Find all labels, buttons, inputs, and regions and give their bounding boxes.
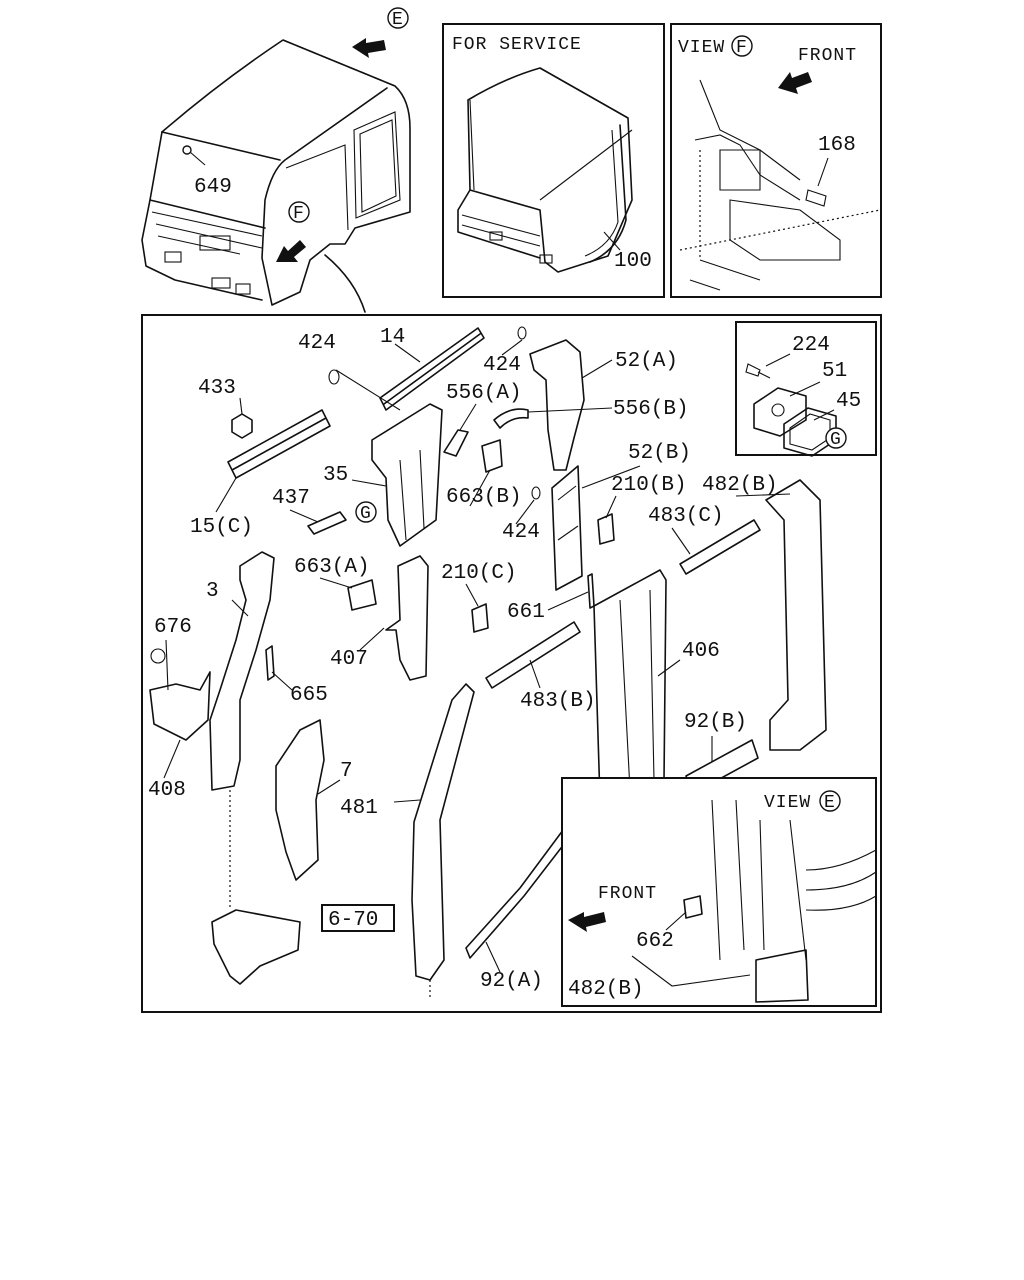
marker-g: G [360,504,372,524]
part-label: 35 [323,464,348,487]
view-e-panel: VIEW E FRONT 662 482(B) [561,777,877,1007]
part-label: 3 [206,580,219,603]
part-label: 663(B) [446,486,522,509]
front-label: FRONT [598,884,657,904]
rail-part [227,409,331,479]
cab-overview: 649 E F [141,7,411,313]
part-label: 408 [148,779,186,802]
part-label: 437 [272,487,310,510]
part-label: 556(B) [613,398,689,421]
part-label: 45 [836,390,861,413]
part-label: 482(B) [568,978,644,1001]
part-label: 433 [198,377,236,400]
part-label: 100 [614,250,652,273]
part-label: 92(B) [684,711,747,734]
inset-g: 224 51 45 G [735,321,877,457]
part-label: 649 [194,176,232,199]
for-service-title: FOR SERVICE [452,35,582,55]
part-label: 406 [682,640,720,663]
part-label: 665 [290,684,328,707]
part-label: 92(A) [480,970,543,993]
leader-lines [163,339,791,973]
part-label: 483(C) [648,505,724,528]
view-label: VIEW [678,38,725,58]
part-label: 556(A) [446,382,522,405]
part-label: 7 [340,760,353,783]
part-label: 210(B) [611,474,687,497]
part-label: 481 [340,797,378,820]
for-service-panel: FOR SERVICE 100 [442,23,665,298]
view-letter: E [824,793,836,813]
part-label: 52(A) [615,350,678,373]
part-label: 210(C) [441,562,517,585]
view-label: VIEW [764,793,811,813]
part-label: 51 [822,360,847,383]
part-label: 424 [502,521,540,544]
reference-box-label: 6-70 [328,909,378,932]
part-label: 483(B) [520,690,596,713]
main-panel-frame [141,314,882,1013]
part-label: 15(C) [190,516,253,539]
nut-part [231,413,253,439]
part-labels: 424 14 424 52(A) 433 556(A) 556(B) 52(B)… [148,326,778,993]
part-label: 224 [792,334,830,357]
rail-part [379,327,485,411]
view-letter: F [736,38,748,58]
view-f-panel: VIEW F FRONT 168 [670,23,882,298]
part-label: 407 [330,648,368,671]
marker-g: G [830,430,842,450]
marker-f: F [293,204,305,224]
part-label: 662 [636,930,674,953]
front-label: FRONT [798,46,857,66]
part-label: 676 [154,616,192,639]
part-label: 168 [818,134,856,157]
part-label: 482(B) [702,474,778,497]
part-label: 52(B) [628,442,691,465]
part-label: 424 [298,332,336,355]
part-label: 661 [507,601,545,624]
part-label: 14 [380,326,405,349]
marker-e: E [392,10,404,30]
panel-part [371,403,443,547]
part-label: 663(A) [294,556,370,579]
part-label: 424 [483,354,521,377]
